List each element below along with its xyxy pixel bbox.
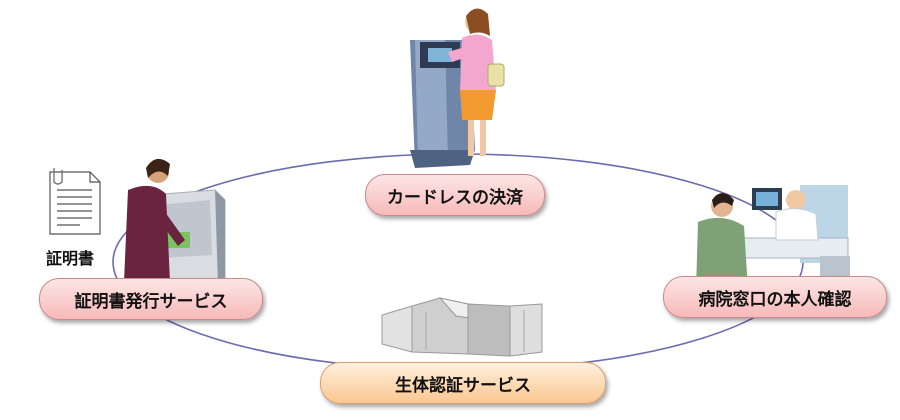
atm-kiosk-illustration	[410, 40, 475, 168]
node-hospital-id-check: 病院窓口の本人確認	[663, 276, 887, 318]
certificate-document-icon	[49, 168, 101, 235]
hospital-reception-illustration	[696, 185, 850, 290]
node-certificate-service: 証明書発行サービス	[39, 278, 263, 320]
node-biometric-service: 生体認証サービス	[320, 362, 606, 404]
woman-at-atm-illustration	[448, 8, 505, 156]
node-cardless-payment: カードレスの決済	[365, 174, 545, 216]
woman-at-kiosk-illustration	[124, 158, 185, 282]
biometric-scanner-illustration	[381, 297, 543, 357]
certificate-document-label: 証明書	[46, 249, 95, 268]
